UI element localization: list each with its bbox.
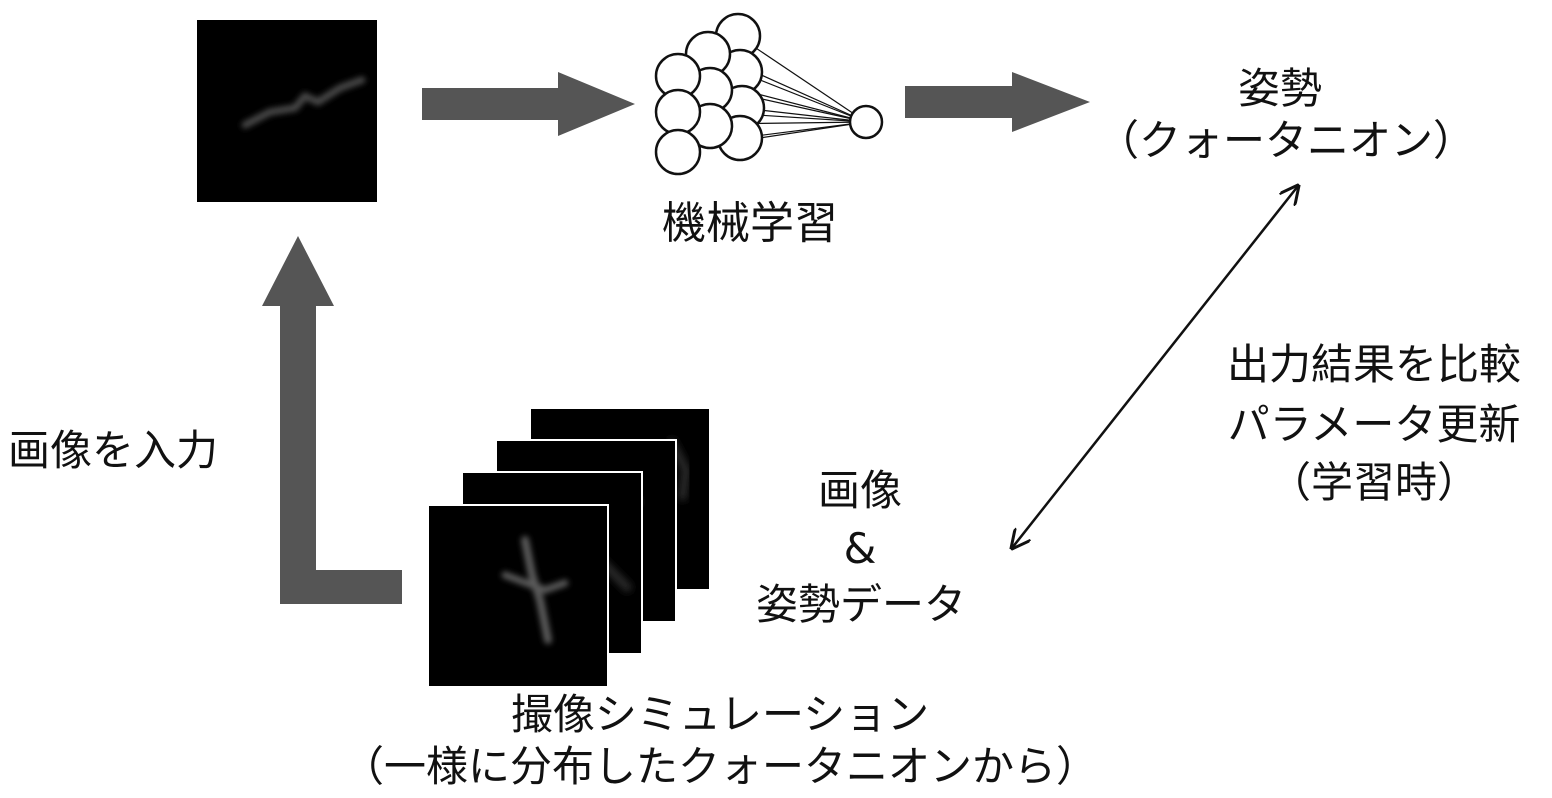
neural-network-icon	[654, 12, 884, 176]
arrow-input-image	[262, 236, 402, 604]
data-label-line2: &	[843, 524, 877, 573]
compare-label-line2: パラメータ更新	[1227, 400, 1521, 449]
simulation-label-line1: 撮像シミュレーション	[510, 690, 930, 739]
data-label-line3: 姿勢データ	[755, 580, 966, 629]
arrow-to-ml	[422, 72, 635, 136]
machine-learning-label: 機械学習	[662, 198, 838, 249]
compare-arrow	[1012, 186, 1298, 548]
posture-label: 姿勢	[1237, 64, 1322, 113]
input-image	[197, 20, 377, 202]
compare-label-line3: （学習時）	[1268, 458, 1479, 507]
quaternion-label: （クォータニオン）	[1096, 116, 1475, 165]
simulated-image-stack	[427, 407, 711, 688]
simulation-label-line2: （一様に分布したクォータニオンから）	[341, 742, 1098, 791]
input-image-label: 画像を入力	[8, 426, 219, 475]
arrow-to-posture	[905, 72, 1090, 132]
compare-label-line1: 出力結果を比較	[1226, 340, 1521, 389]
data-label-line1: 画像	[817, 466, 902, 515]
